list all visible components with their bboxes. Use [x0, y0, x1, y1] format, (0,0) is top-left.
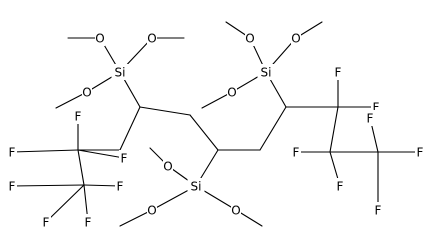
- atom-label-fl1: F: [75, 110, 82, 124]
- atom-o1a: O: [95, 30, 105, 46]
- bond-o1c-m1c: [55, 91, 88, 109]
- atom-si3: Si: [187, 178, 205, 194]
- atom-si2: Si: [257, 64, 275, 80]
- atom-label-fl4: F: [43, 216, 50, 230]
- atom-fr2: F: [371, 99, 381, 115]
- atom-label-fl5: F: [85, 216, 92, 230]
- atom-o2c: O: [227, 84, 237, 100]
- atom-fr3: F: [291, 144, 301, 160]
- atom-label-o3b: O: [147, 204, 156, 218]
- atom-label-fl6: F: [117, 180, 124, 194]
- atom-fl2: F: [7, 144, 17, 160]
- atom-label-fl7: F: [121, 152, 128, 166]
- atom-o3a: O: [163, 158, 173, 174]
- atom-fl6: F: [115, 178, 125, 194]
- atom-label-fr2: F: [373, 101, 380, 115]
- atom-label-fr5: F: [367, 112, 374, 126]
- atom-label-o2b: O: [291, 32, 300, 46]
- atom-label-o2c: O: [227, 86, 236, 100]
- bond-c4-c5: [259, 106, 287, 151]
- atom-o3c: O: [231, 202, 241, 218]
- bond-cr1-cr2: [329, 106, 339, 153]
- bond-c1-cl1: [119, 106, 141, 151]
- atom-label-o1b: O: [147, 32, 156, 46]
- atom-fl5: F: [83, 214, 93, 230]
- bond-cl2-cl3: [77, 149, 85, 186]
- atom-label-fl2: F: [9, 146, 16, 160]
- bond-c2-c3: [189, 114, 219, 151]
- bond-cl3-fl6: [83, 184, 121, 187]
- atom-fl7: F: [119, 150, 129, 166]
- atom-o2a: O: [245, 30, 255, 46]
- atom-label-fr6: F: [417, 146, 424, 160]
- atom-o1b: O: [147, 30, 157, 46]
- atom-fl1: F: [73, 108, 83, 124]
- atom-label-o3c: O: [231, 204, 240, 218]
- atom-fr6: F: [415, 144, 425, 160]
- atom-label-si3: Si: [191, 180, 202, 194]
- atom-label-fr3: F: [293, 146, 300, 160]
- bond-o3b-m3b: [119, 209, 153, 227]
- atom-fr7: F: [373, 202, 383, 218]
- atom-label-o2a: O: [245, 32, 254, 46]
- atom-o2b: O: [291, 30, 301, 46]
- atom-label-o3a: O: [163, 160, 172, 174]
- atom-label-si2: Si: [261, 66, 272, 80]
- atom-fl4: F: [41, 214, 51, 230]
- bond-cl2-fl2: [11, 149, 79, 153]
- bond-cl3-fl4: [45, 184, 85, 223]
- bond-cl2-fl7: [77, 149, 125, 159]
- atom-si1: Si: [111, 64, 129, 80]
- atom-label-o1a: O: [95, 32, 104, 46]
- bond-c1-c2: [139, 106, 191, 116]
- atom-fr4: F: [335, 178, 345, 194]
- atom-fr5: F: [365, 110, 375, 126]
- atom-fl3: F: [7, 178, 17, 194]
- atom-label-fl3: F: [9, 180, 16, 194]
- atom-label-o1c: O: [82, 86, 91, 100]
- atom-label-si1: Si: [115, 66, 126, 80]
- atom-o1c: O: [82, 84, 92, 100]
- atom-fr1: F: [333, 64, 343, 80]
- bond-cl3-fl3: [11, 184, 85, 187]
- atom-label-fr1: F: [335, 66, 342, 80]
- atom-label-fr4: F: [337, 180, 344, 194]
- atom-label-fr7: F: [375, 204, 382, 218]
- atom-o3b: O: [147, 202, 157, 218]
